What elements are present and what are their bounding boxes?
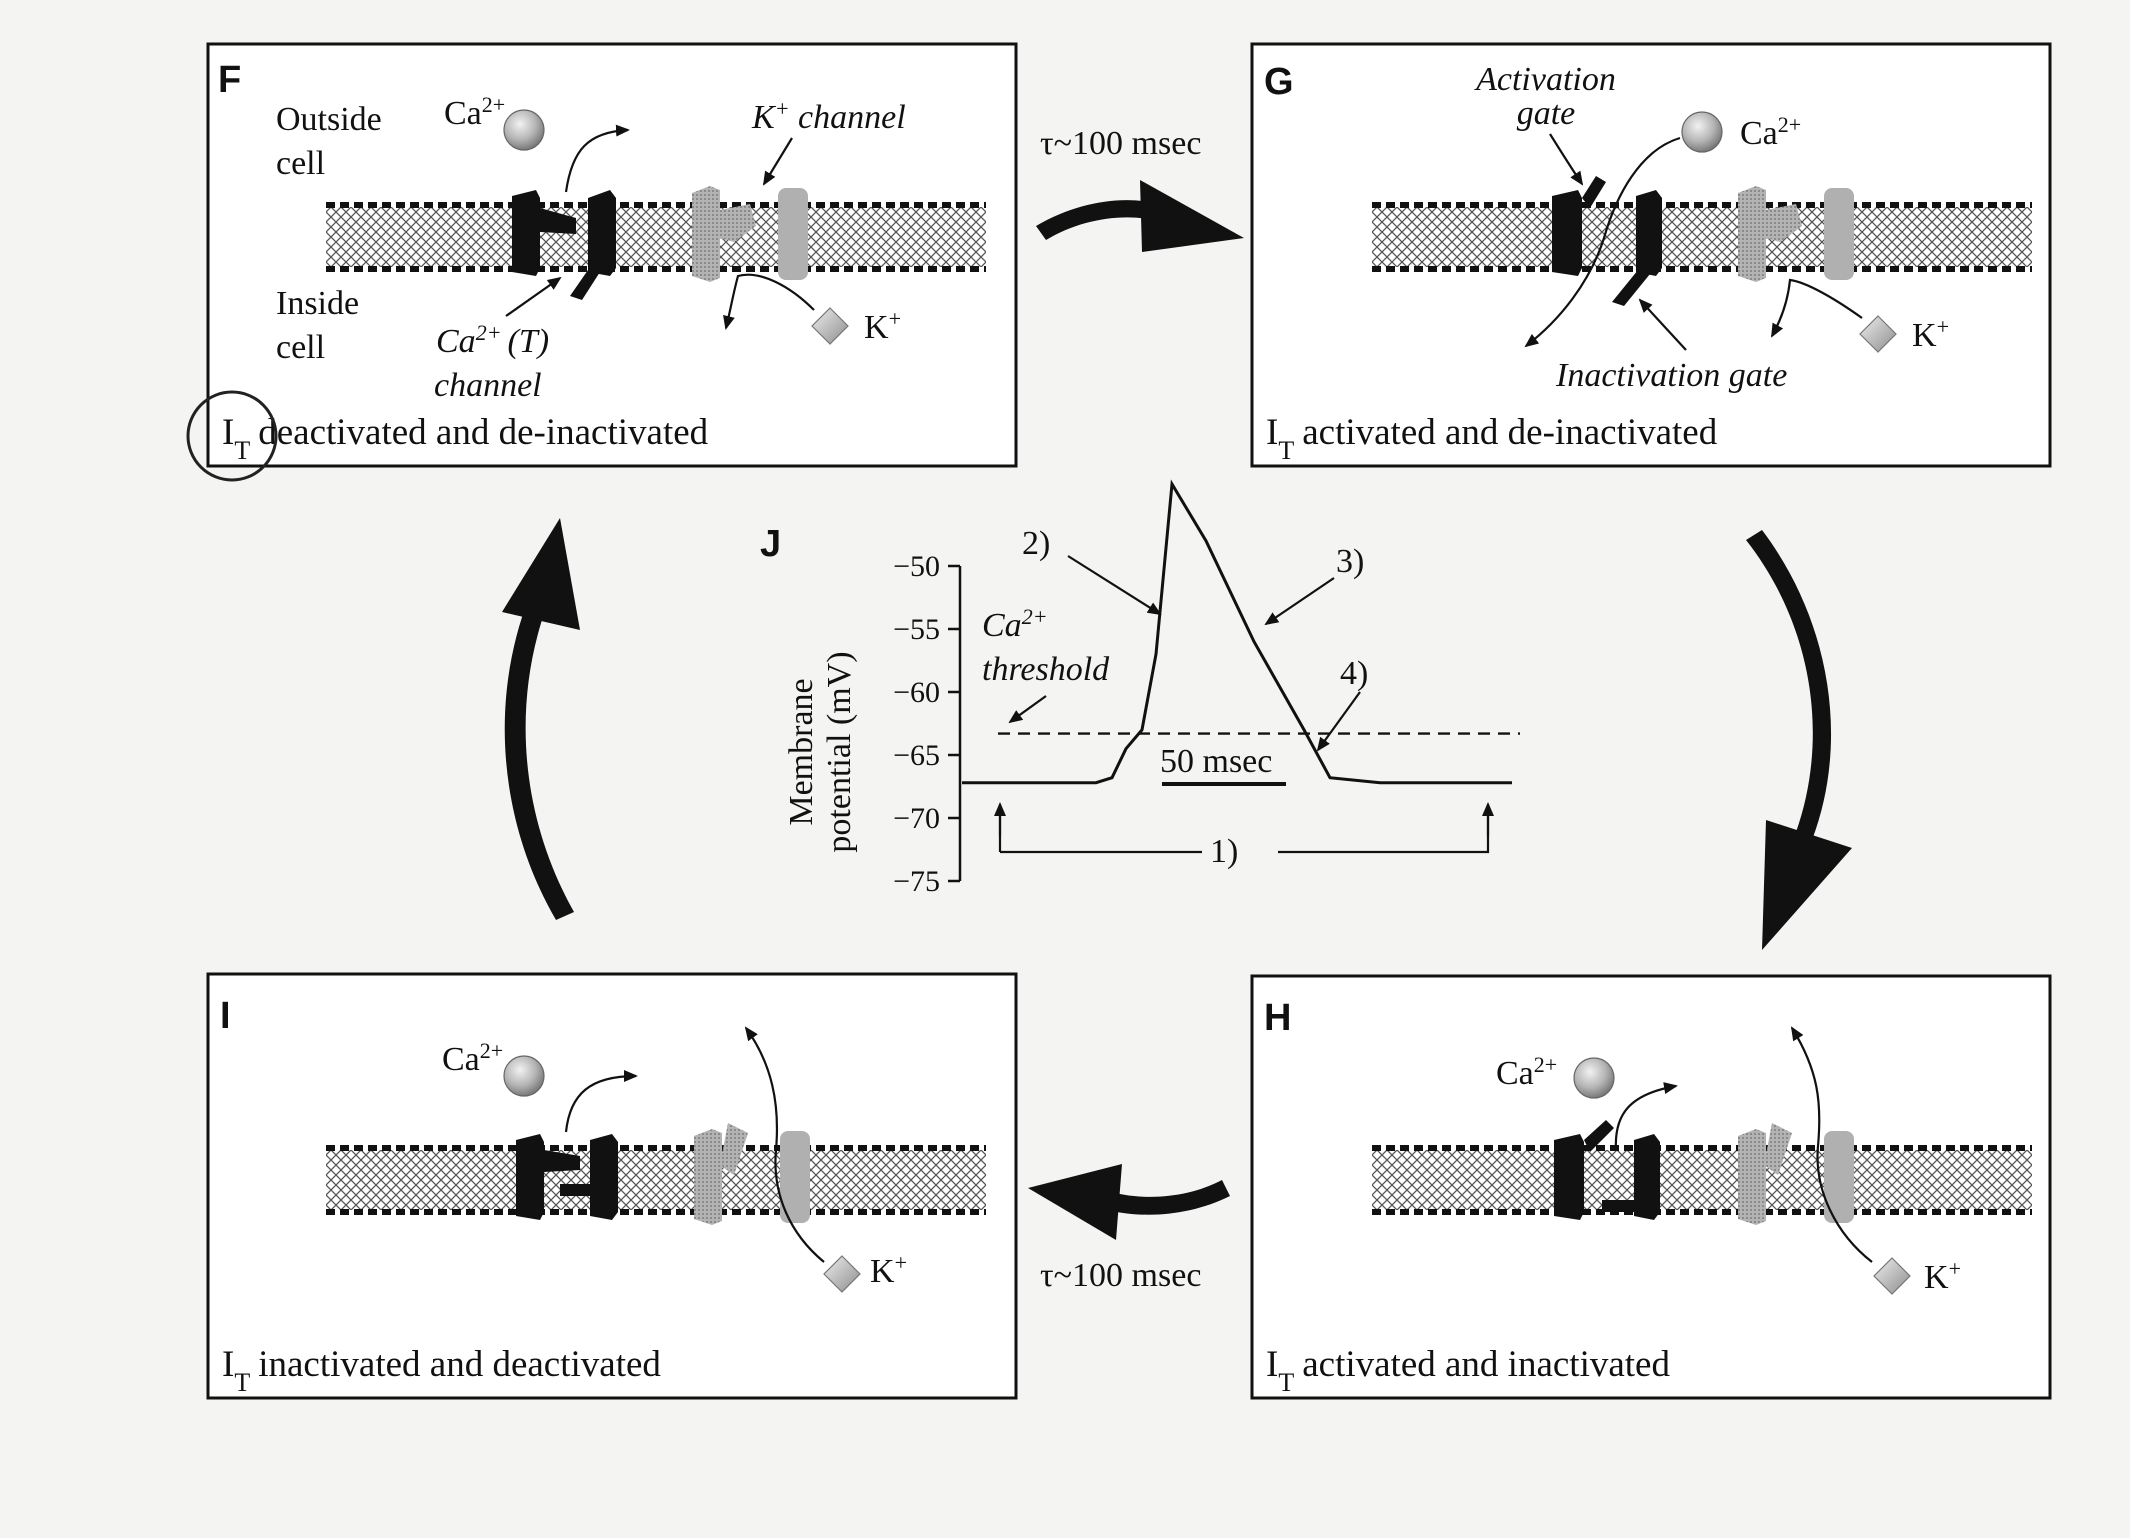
k-ion-label-h: K+ — [1924, 1256, 1961, 1297]
outside-cell-label-2: cell — [276, 145, 325, 182]
ca-ion-label-i: Ca2+ — [442, 1038, 503, 1079]
threshold-label-2: threshold — [982, 651, 1110, 688]
y-ticks: −50 −55 −60 −65 −70 −75 — [893, 550, 960, 898]
cycle-arrow-h-to-i — [1028, 1164, 1230, 1240]
k-flow-arrow-i — [744, 1026, 825, 1263]
marker-1-bracket — [998, 806, 1490, 854]
scale-bar-label: 50 msec — [1160, 743, 1272, 780]
inside-cell-label-2: cell — [276, 329, 325, 366]
ca-flow-arrow-f — [564, 124, 630, 193]
panel-g-letter: G — [1264, 61, 1294, 103]
panel-i-letter: I — [220, 995, 231, 1037]
ca-flow-arrow-i — [564, 1070, 638, 1133]
ca-channel-pointer-f — [505, 276, 562, 317]
graph-j: J Membrane potential (mV) −50 −55 −60 −65 −7… — [760, 479, 1520, 898]
panel-f-letter: F — [218, 59, 241, 101]
ca-ion-i — [503, 1055, 545, 1097]
tau-label-top: τ~100 msec — [1040, 125, 1201, 162]
y-tick-label: −75 — [893, 865, 940, 898]
inactivation-gate-label: Inactivation gate — [1555, 357, 1787, 394]
panel-g: G Activation gate Ca2+ Inactivation gate… — [1250, 42, 2052, 468]
y-tick-label: −70 — [893, 802, 940, 835]
cycle-arrow-g-to-h — [1746, 530, 1852, 950]
membrane-f — [326, 205, 986, 269]
k-flow-arrow-f — [723, 273, 815, 330]
y-axis-label-1: Membrane — [783, 678, 820, 825]
marker-2: 2) — [1022, 525, 1050, 562]
k-channel-pointer-f — [762, 137, 793, 186]
membrane-i — [326, 1148, 986, 1212]
k-ion-label-f: K+ — [864, 306, 901, 347]
y-tick-label: −65 — [893, 739, 940, 772]
y-tick-label: −55 — [893, 613, 940, 646]
threshold-label: Ca2+ — [982, 604, 1048, 645]
ca-t-channel-g — [1552, 176, 1662, 306]
ca-flow-arrow-g — [1524, 136, 1681, 348]
ca-t-channel-h — [1554, 1120, 1660, 1220]
cycle-arrow-f-to-g — [1036, 180, 1244, 252]
ca-ion-label-f: Ca2+ — [444, 92, 505, 133]
k-ion-label-g: K+ — [1912, 314, 1949, 355]
membrane-h — [1372, 1148, 2032, 1212]
activation-gate-pointer — [1549, 133, 1584, 186]
ca-t-channel-i — [516, 1134, 618, 1220]
ca-flow-arrow-h — [1614, 1082, 1678, 1151]
panel-h-letter: H — [1264, 997, 1291, 1039]
ca-channel-label-2: channel — [434, 367, 542, 404]
k-channel-label: K+ channel — [751, 96, 906, 137]
ca-channel-label: Ca2+(T) — [436, 320, 549, 361]
potential-trace — [962, 479, 1512, 785]
y-axis-label-2: potential (mV) — [821, 651, 858, 852]
activation-gate-label-2: gate — [1517, 95, 1576, 132]
activation-gate-label: Activation — [1474, 61, 1616, 98]
threshold-pointer — [1008, 695, 1047, 724]
ca-ion-label-g: Ca2+ — [1740, 112, 1801, 153]
panel-f: F Outside cell Inside cell Ca2+ K+ chann… — [186, 42, 1018, 482]
k-ion-label-i: K+ — [870, 1250, 907, 1291]
membrane-g — [1372, 205, 2032, 269]
k-flow-arrow-g — [1771, 278, 1863, 338]
ca-ion-label-h: Ca2+ — [1496, 1052, 1557, 1093]
ca-ion-g — [1681, 111, 1723, 153]
hand-drawn-circle — [186, 390, 278, 482]
y-tick-label: −60 — [893, 676, 940, 709]
ca-t-channel-f — [512, 190, 616, 300]
outside-cell-label: Outside — [276, 101, 382, 138]
k-flow-arrow-h — [1790, 1026, 1873, 1263]
graph-j-letter: J — [760, 523, 781, 565]
inactivation-gate-pointer — [1638, 298, 1687, 351]
ca-ion-h — [1573, 1057, 1615, 1099]
cycle-arrow-i-to-f — [502, 518, 580, 920]
inside-cell-label: Inside — [276, 285, 359, 322]
marker-4-pointer — [1316, 691, 1361, 752]
marker-3-pointer — [1264, 577, 1335, 626]
marker-4: 4) — [1340, 655, 1368, 692]
ca-ion-f — [503, 109, 545, 151]
tau-label-bottom: τ~100 msec — [1040, 1257, 1201, 1294]
y-tick-label: −50 — [893, 550, 940, 583]
marker-3: 3) — [1336, 543, 1364, 580]
marker-1: 1) — [1210, 833, 1238, 870]
marker-2-pointer — [1067, 555, 1162, 616]
